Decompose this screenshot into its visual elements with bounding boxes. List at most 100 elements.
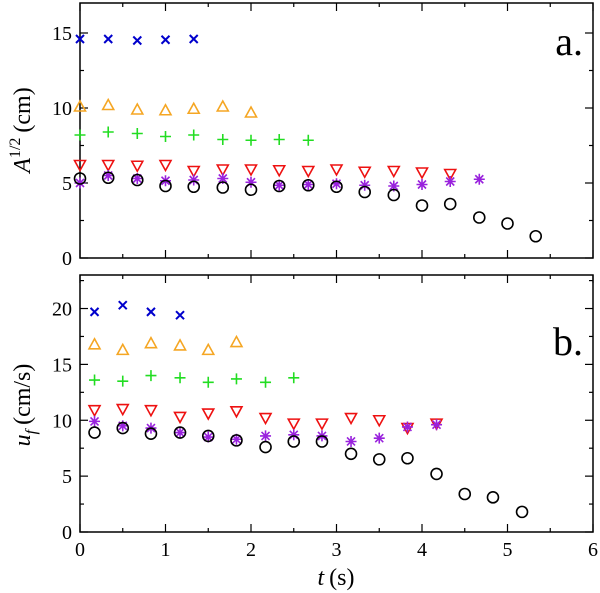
data-point-circle xyxy=(330,180,343,194)
data-point-plus xyxy=(288,372,300,384)
data-point-triangle-down xyxy=(329,164,344,177)
data-point-circle xyxy=(515,505,529,519)
data-point-asterisk xyxy=(230,433,242,445)
x-tick-label: 2 xyxy=(246,539,256,561)
y-tick-label: 0 xyxy=(62,248,72,270)
data-point-triangle-up xyxy=(101,97,116,111)
panel-a-points xyxy=(73,34,543,243)
data-point-plus xyxy=(131,128,143,139)
data-point-x xyxy=(175,310,185,320)
y-tick-label: 15 xyxy=(52,354,72,376)
panel-b-label: b. xyxy=(553,319,583,364)
data-point-triangle-down xyxy=(158,159,173,173)
data-point-circle xyxy=(216,181,230,194)
data-point-circle xyxy=(430,467,443,481)
data-point-asterisk xyxy=(401,421,413,433)
data-point-triangle-down xyxy=(186,165,201,179)
data-point-asterisk xyxy=(89,415,101,427)
panel-b-xlabel: t(s) xyxy=(318,565,355,591)
x-tick-label: 6 xyxy=(588,539,598,561)
data-point-asterisk xyxy=(345,435,357,447)
data-point-asterisk xyxy=(245,176,257,188)
y-tick-label: 10 xyxy=(52,98,72,120)
y-tick-label: 20 xyxy=(52,299,72,321)
data-point-circle xyxy=(116,421,130,435)
data-point-triangle-down xyxy=(73,159,87,173)
data-point-circle xyxy=(529,229,543,243)
data-point-triangle-down xyxy=(344,412,358,426)
data-point-triangle-up xyxy=(115,342,130,356)
data-point-circle xyxy=(287,435,301,448)
panel-b-series-plus xyxy=(89,370,300,388)
data-point-triangle-up xyxy=(73,99,87,112)
data-point-asterisk xyxy=(117,420,129,432)
data-point-triangle-down xyxy=(372,414,387,428)
data-point-circle xyxy=(315,435,329,448)
data-point-circle xyxy=(358,185,372,199)
data-point-plus xyxy=(174,372,186,384)
panel-b-xlabel-unit: (s) xyxy=(329,565,354,591)
data-point-asterisk xyxy=(373,432,385,444)
data-point-triangle-down xyxy=(173,411,187,425)
data-point-triangle-down xyxy=(315,418,329,431)
panel-b-series-circle xyxy=(88,421,529,519)
data-point-circle xyxy=(259,440,272,454)
data-point-triangle-down xyxy=(201,408,216,421)
data-point-circle xyxy=(159,179,172,193)
panel-a-frame xyxy=(79,2,594,259)
data-point-triangle-up xyxy=(215,99,230,112)
data-point-plus xyxy=(260,376,272,388)
data-point-circle xyxy=(443,197,457,211)
data-point-circle xyxy=(415,199,429,212)
data-point-circle xyxy=(372,453,386,466)
data-point-asterisk xyxy=(260,430,272,442)
data-point-x xyxy=(75,34,85,44)
panel-a-series-triangle-up xyxy=(73,97,258,118)
data-point-circle xyxy=(230,434,243,447)
data-point-asterisk xyxy=(359,179,371,191)
data-point-triangle-down xyxy=(272,164,287,178)
data-point-plus xyxy=(102,126,114,138)
data-point-plus xyxy=(302,134,314,146)
data-point-triangle-up xyxy=(229,334,244,348)
data-point-plus xyxy=(74,129,86,141)
data-point-asterisk xyxy=(202,431,214,443)
x-tick-label: 0 xyxy=(75,539,85,561)
panel-a-series-asterisk xyxy=(74,170,485,192)
data-point-asterisk xyxy=(217,173,229,184)
data-point-triangle-down xyxy=(101,159,116,173)
data-point-circle xyxy=(272,179,286,193)
panel-b-series-triangle-down xyxy=(87,403,444,436)
data-point-asterisk xyxy=(174,427,186,439)
data-point-plus xyxy=(245,134,257,146)
data-point-asterisk xyxy=(302,179,314,190)
data-point-plus xyxy=(273,134,285,145)
x-tick-label: 5 xyxy=(503,539,513,561)
panel-a-ylabel-unit: (cm) xyxy=(10,87,36,132)
y-tick-label: 15 xyxy=(52,23,72,45)
data-point-circle xyxy=(130,173,144,187)
data-point-plus xyxy=(160,131,171,142)
data-point-triangle-down xyxy=(415,167,429,180)
data-point-plus xyxy=(188,129,200,141)
panel-b-frame xyxy=(79,274,594,533)
data-point-triangle-down xyxy=(258,412,273,426)
panel-b-points xyxy=(87,300,529,519)
data-point-x xyxy=(189,34,199,44)
data-point-x xyxy=(118,300,128,310)
data-point-asterisk xyxy=(473,173,485,185)
data-point-triangle-down xyxy=(357,166,372,179)
panel-b-series-x xyxy=(89,300,185,320)
data-point-triangle-down xyxy=(144,404,158,418)
data-point-plus xyxy=(117,375,129,387)
data-point-circle xyxy=(88,426,101,439)
data-point-triangle-down xyxy=(301,165,316,179)
data-point-triangle-down xyxy=(87,404,102,418)
data-point-asterisk xyxy=(416,179,428,190)
